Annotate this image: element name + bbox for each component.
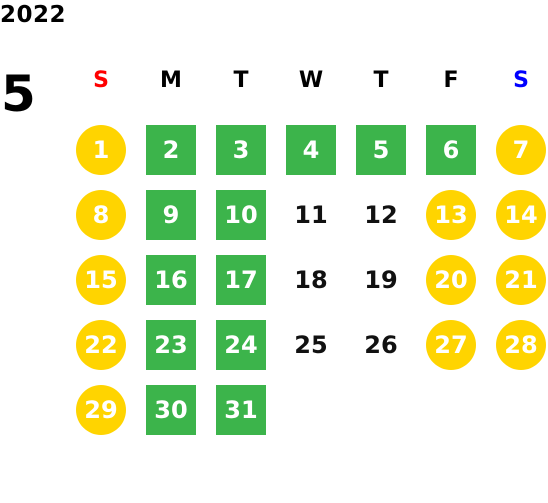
month-number: 5 [1, 65, 36, 123]
day-cell-11[interactable]: 11 [294, 201, 328, 229]
day-cell-28[interactable]: 28 [496, 320, 546, 370]
weekday-header-fri: F [443, 68, 459, 93]
day-cell-17[interactable]: 17 [216, 255, 266, 305]
day-cell-14[interactable]: 14 [496, 190, 546, 240]
weekday-header-thu: T [373, 68, 389, 93]
day-cell-25[interactable]: 25 [294, 331, 328, 359]
weekday-header-sat: S [513, 68, 529, 93]
day-cell-24[interactable]: 24 [216, 320, 266, 370]
day-cell-21[interactable]: 21 [496, 255, 546, 305]
day-cell-10[interactable]: 10 [216, 190, 266, 240]
day-cell-26[interactable]: 26 [364, 331, 398, 359]
day-cell-30[interactable]: 30 [146, 385, 196, 435]
weekday-header-tue: T [233, 68, 249, 93]
day-cell-22[interactable]: 22 [76, 320, 126, 370]
day-cell-9[interactable]: 9 [146, 190, 196, 240]
day-cell-20[interactable]: 20 [426, 255, 476, 305]
day-cell-8[interactable]: 8 [76, 190, 126, 240]
day-cell-27[interactable]: 27 [426, 320, 476, 370]
year-label: 2022 [0, 2, 67, 28]
weekday-header-sun: S [93, 68, 109, 93]
day-cell-23[interactable]: 23 [146, 320, 196, 370]
day-cell-4[interactable]: 4 [286, 125, 336, 175]
weekday-header-wed: W [298, 68, 324, 93]
day-cell-5[interactable]: 5 [356, 125, 406, 175]
day-cell-3[interactable]: 3 [216, 125, 266, 175]
day-cell-19[interactable]: 19 [364, 266, 398, 294]
day-cell-2[interactable]: 2 [146, 125, 196, 175]
day-cell-18[interactable]: 18 [294, 266, 328, 294]
day-cell-12[interactable]: 12 [364, 201, 398, 229]
day-cell-15[interactable]: 15 [76, 255, 126, 305]
day-cell-6[interactable]: 6 [426, 125, 476, 175]
day-cell-31[interactable]: 31 [216, 385, 266, 435]
day-cell-1[interactable]: 1 [76, 125, 126, 175]
day-cell-13[interactable]: 13 [426, 190, 476, 240]
day-cell-7[interactable]: 7 [496, 125, 546, 175]
weekday-header-mon: M [160, 68, 182, 93]
day-cell-29[interactable]: 29 [76, 385, 126, 435]
day-cell-16[interactable]: 16 [146, 255, 196, 305]
